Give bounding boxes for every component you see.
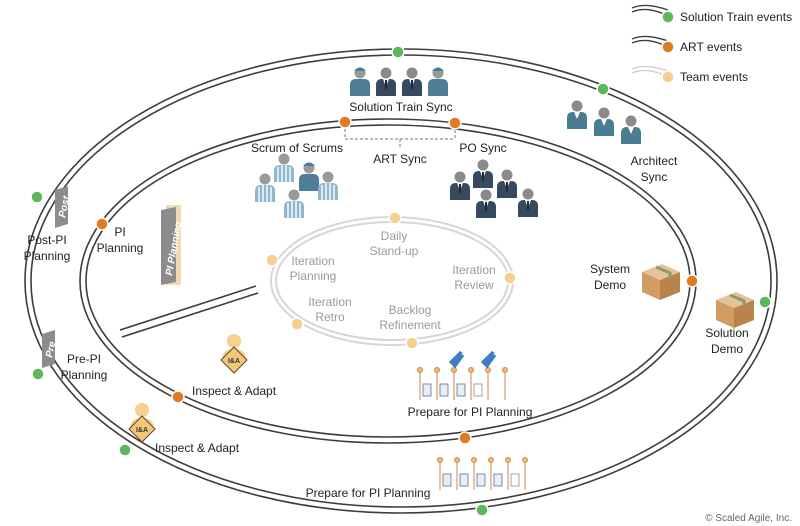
pre-tag: Pre <box>42 330 58 368</box>
legend-team: Team events <box>631 65 748 84</box>
legend-solution-train: Solution Train events <box>631 4 792 24</box>
architect-sync-label-2: Sync <box>641 170 668 184</box>
scrum-of-scrums-label: Scrum of Scrums <box>251 141 343 155</box>
iteration-retro-label-2: Retro <box>315 310 345 324</box>
po-sync-people-icon <box>450 159 538 218</box>
solution-demo-label-2: Demo <box>711 342 743 356</box>
post-tag: Post <box>55 186 73 228</box>
iteration-review-dot <box>503 271 517 285</box>
architect-people-icon <box>567 100 641 144</box>
legend-solution-train-label: Solution Train events <box>680 10 792 24</box>
po-sync-label: PO Sync <box>459 141 506 155</box>
scrum-of-scrums-dot <box>338 115 352 129</box>
art-ia-badge-text: I&A <box>228 358 240 365</box>
legend-team-label: Team events <box>680 70 748 84</box>
legend-art-label: ART events <box>680 40 742 54</box>
iteration-retro-dot <box>290 317 304 331</box>
ring-connector <box>119 285 259 338</box>
solution-demo-box-icon <box>716 292 754 328</box>
solution-ia-badge-icon: I&A <box>128 403 156 443</box>
architect-sync-label-1: Architect <box>631 154 678 168</box>
art-ia-dot <box>171 390 185 404</box>
post-pi-dot <box>30 190 44 204</box>
system-demo-label-1: System <box>590 262 630 276</box>
solution-ia-label: Inspect & Adapt <box>155 441 240 455</box>
pi-planning-label-1: PI <box>114 225 125 239</box>
pre-pi-label-2: Planning <box>61 368 108 382</box>
daily-standup-dot <box>388 211 402 225</box>
pre-pi-label-1: Pre-PI <box>67 352 101 366</box>
iteration-planning-dot <box>265 253 279 267</box>
iteration-review-label-2: Review <box>454 278 494 292</box>
art-prepare-board-icon <box>417 367 508 400</box>
legend-green-dot <box>661 10 675 24</box>
art-ia-badge-icon: I&A <box>220 334 248 374</box>
post-pi-label-2: Planning <box>24 249 71 263</box>
iteration-review-label-1: Iteration <box>452 263 495 277</box>
art-prepare-dot <box>458 431 472 445</box>
solution-prepare-label: Prepare for PI Planning <box>306 486 431 500</box>
solution-ia-badge-text: I&A <box>136 427 148 434</box>
solution-train-sync-label: Solution Train Sync <box>349 100 452 114</box>
post-pi-label-1: Post-PI <box>27 233 66 247</box>
legend: Solution Train events ART events Team ev… <box>631 4 792 84</box>
iteration-planning-label-1: Iteration <box>291 254 334 268</box>
architect-sync-dot <box>596 82 610 96</box>
post-tag-text: Post <box>57 194 72 218</box>
solution-ia-dot <box>118 443 132 457</box>
art-ia-label: Inspect & Adapt <box>192 384 277 398</box>
art-prepare-label: Prepare for PI Planning <box>408 405 533 419</box>
system-demo-dot <box>685 274 699 288</box>
daily-label-2: Stand-up <box>370 244 419 258</box>
pi-planning-tag: PI Planning <box>161 205 184 285</box>
legend-orange-dot <box>661 40 675 54</box>
solution-train-dots <box>30 45 772 517</box>
legend-yellow-dot <box>661 70 675 84</box>
art-sync-label: ART Sync <box>373 152 427 166</box>
backlog-label-1: Backlog <box>389 303 432 317</box>
solution-prepare-board-icon <box>437 457 528 490</box>
copyright-text: © Scaled Agile, Inc. <box>705 513 792 524</box>
system-demo-box-icon <box>642 264 680 300</box>
system-demo-label-2: Demo <box>594 278 626 292</box>
solution-train-sync-people-icon <box>350 67 448 96</box>
art-dots <box>95 115 699 445</box>
solution-sync-dot <box>391 45 405 59</box>
scrum-of-scrums-people-icon <box>254 152 339 219</box>
po-sync-dot <box>448 116 462 130</box>
solution-demo-dot <box>758 295 772 309</box>
art-sync-bracket <box>344 129 456 149</box>
pi-planning-label-2: Planning <box>97 241 144 255</box>
pre-pi-dot <box>31 367 45 381</box>
pi-planning-dot <box>95 217 109 231</box>
backlog-refinement-dot <box>405 336 419 350</box>
daily-label-1: Daily <box>381 229 408 243</box>
backlog-label-2: Refinement <box>379 318 441 332</box>
legend-art: ART events <box>631 35 742 54</box>
iteration-planning-label-2: Planning <box>290 269 337 283</box>
iteration-retro-label-1: Iteration <box>308 295 351 309</box>
pre-tag-text: Pre <box>44 340 58 358</box>
solution-prepare-dot <box>475 503 489 517</box>
solution-demo-label-1: Solution <box>705 326 748 340</box>
team-dots <box>265 211 517 350</box>
art-prepare-arrow-icon <box>448 350 497 369</box>
